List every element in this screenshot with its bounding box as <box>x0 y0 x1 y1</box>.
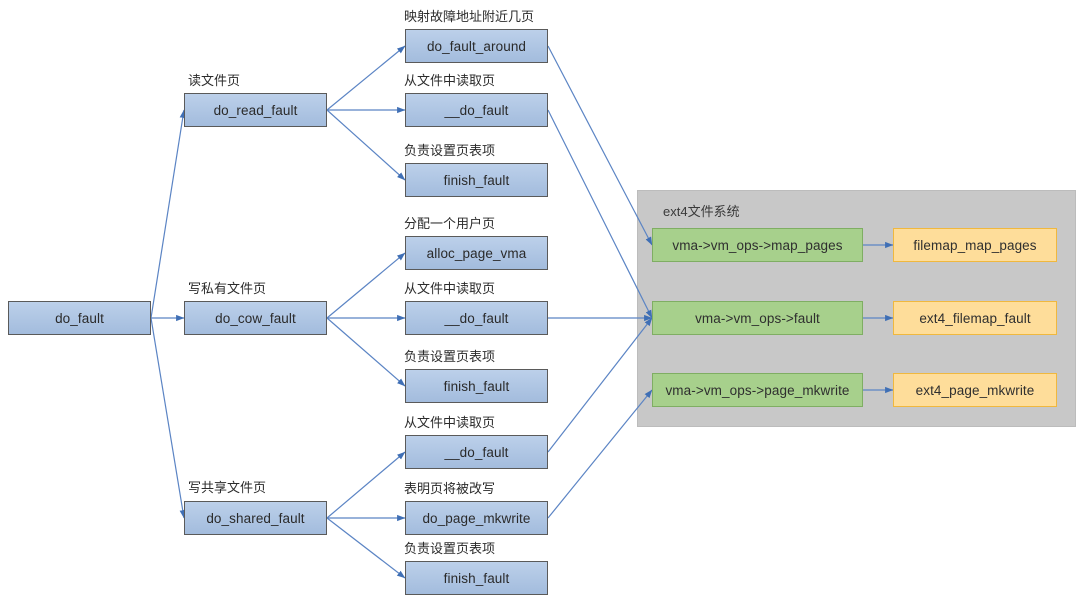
caption-cap_cow_dofault: 从文件中读取页 <box>404 281 496 296</box>
caption-cap_cow: 写私有文件页 <box>188 281 267 296</box>
caption-cap_read_finish: 负责设置页表项 <box>404 143 496 158</box>
caption-cap_shared: 写共享文件页 <box>188 480 267 495</box>
node-do_shared_fault[interactable]: do_shared_fault <box>184 501 327 535</box>
node-finish_fault_shared[interactable]: finish_fault <box>405 561 548 595</box>
edge-e-cow-alloc <box>326 252 406 319</box>
caption-cap_mkwrite: 表明页将被改写 <box>404 481 496 496</box>
node-do_fault_cow_1[interactable]: __do_fault <box>405 301 548 335</box>
node-vmops_page_mkwrite[interactable]: vma->vm_ops->page_mkwrite <box>652 373 863 407</box>
caption-cap_shared_finish: 负责设置页表项 <box>404 541 496 556</box>
node-do_page_mkwrite[interactable]: do_page_mkwrite <box>405 501 548 535</box>
node-ext4_filemap_fault[interactable]: ext4_filemap_fault <box>893 301 1057 335</box>
caption-cap_fault_around: 映射故障地址附近几页 <box>404 9 535 24</box>
edge-e-read-around <box>326 45 406 111</box>
node-do_fault_read_1[interactable]: __do_fault <box>405 93 548 127</box>
caption-cap_read_dofault: 从文件中读取页 <box>404 73 496 88</box>
ext4-filesystem-panel-title: ext4文件系统 <box>663 204 740 219</box>
node-ext4_page_mkwrite[interactable]: ext4_page_mkwrite <box>893 373 1057 407</box>
node-do_fault_shared_1[interactable]: __do_fault <box>405 435 548 469</box>
node-alloc_page_vma[interactable]: alloc_page_vma <box>405 236 548 270</box>
node-filemap_map_pages[interactable]: filemap_map_pages <box>893 228 1057 262</box>
node-finish_fault_read[interactable]: finish_fault <box>405 163 548 197</box>
edge-e-dofault-read <box>150 109 186 319</box>
caption-cap_read: 读文件页 <box>188 73 241 88</box>
node-vmops_fault[interactable]: vma->vm_ops->fault <box>652 301 863 335</box>
node-do_cow_fault[interactable]: do_cow_fault <box>184 301 327 335</box>
node-do_read_fault[interactable]: do_read_fault <box>184 93 327 127</box>
caption-cap_shared_dofault: 从文件中读取页 <box>404 415 496 430</box>
caption-cap_cow_finish: 负责设置页表项 <box>404 349 496 364</box>
edge-e-shared-finish <box>326 517 406 579</box>
node-do_fault_around[interactable]: do_fault_around <box>405 29 548 63</box>
edge-e-read-finish <box>326 109 406 181</box>
edge-e-cow-finish <box>326 317 406 387</box>
node-do_fault[interactable]: do_fault <box>8 301 151 335</box>
edge-e-shared-dofault <box>326 451 406 519</box>
edge-e-dofault-shared <box>150 317 186 519</box>
caption-cap_alloc: 分配一个用户页 <box>404 216 496 231</box>
node-finish_fault_cow[interactable]: finish_fault <box>405 369 548 403</box>
node-vmops_map_pages[interactable]: vma->vm_ops->map_pages <box>652 228 863 262</box>
